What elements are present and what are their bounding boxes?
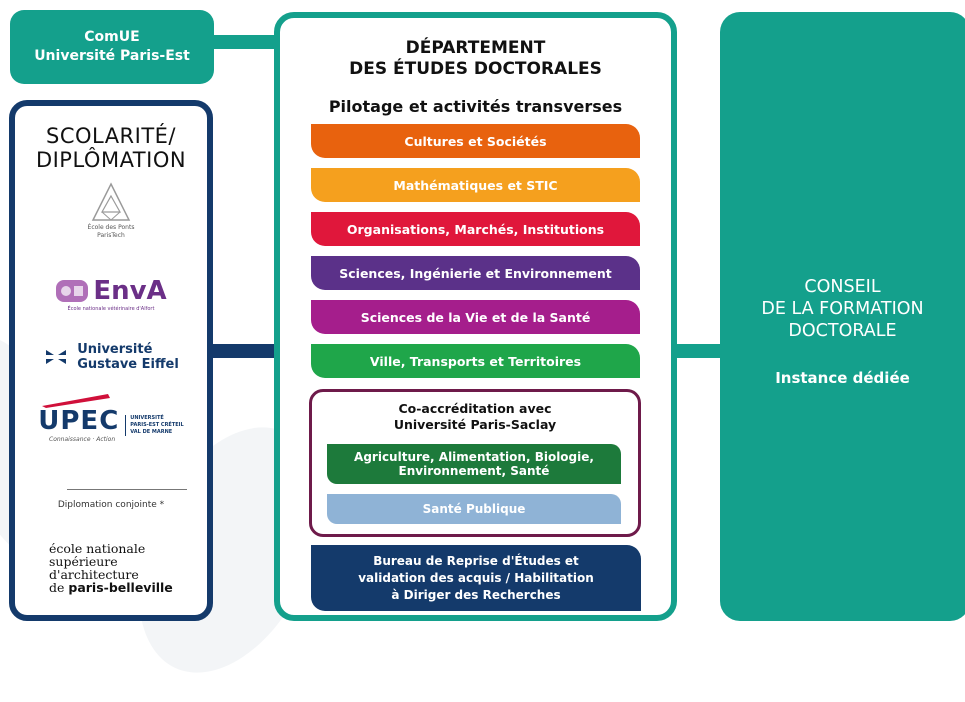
upec-side1: UNIVERSITÉ: [130, 415, 164, 421]
departement-title-line1: DÉPARTEMENT: [405, 38, 546, 58]
scolarite-title-line2: DIPLÔMATION: [35, 148, 187, 172]
diplomation-conjointe: Diplomation conjointe *: [57, 500, 165, 510]
enpc-logo: École des Ponts ParisTech: [15, 182, 207, 240]
ensa-line2: supérieure: [49, 554, 118, 569]
coaccreditation-title-line2: Université Paris-Saclay: [393, 417, 557, 432]
ensa-line4: de paris-belleville: [49, 581, 173, 594]
coaccreditation-item: Santé Publique: [327, 494, 621, 524]
connector-comue-dept: [210, 35, 280, 49]
school-label: Ville, Transports et Territoires: [369, 353, 582, 369]
comue-line1: ComUE: [84, 29, 140, 45]
ensa-logo: école nationale supérieure d'architectur…: [49, 542, 173, 594]
upec-name: UPEC: [38, 406, 120, 436]
departement-panel: DÉPARTEMENT DES ÉTUDES DOCTORALES Pilota…: [274, 12, 677, 621]
enpc-line2: ParisTech: [97, 232, 125, 239]
school-label: Sciences de la Vie et de la Santé: [360, 309, 591, 325]
conseil-title-line1: CONSEIL: [804, 277, 881, 297]
enpc-line1: École des Ponts: [87, 224, 135, 231]
coacc-item-line1: Santé Publique: [422, 502, 526, 516]
school-label: Cultures et Sociétés: [404, 133, 547, 149]
coacc-item-line2: Environnement, Santé: [398, 464, 550, 478]
bureau-line2: validation des acquis / Habilitation: [358, 570, 594, 585]
school-pill: Organisations, Marchés, Institutions: [311, 212, 640, 246]
coaccreditation-box: Co-accréditation avec Université Paris-S…: [309, 389, 641, 537]
bureau-line1: Bureau de Reprise d'Études et: [373, 553, 579, 568]
conseil-title: CONSEIL DE LA FORMATION DOCTORALE: [720, 276, 965, 342]
gustave-eiffel-line2: Gustave Eiffel: [77, 357, 179, 372]
enva-subtitle: École nationale vétérinaire d'Alfort: [67, 306, 155, 312]
upec-tagline: Connaissance · Action: [49, 436, 116, 443]
conseil-title-line2: DE LA FORMATION: [761, 299, 924, 319]
school-label: Organisations, Marchés, Institutions: [346, 221, 605, 237]
upec-side3: VAL DE MARNE: [130, 429, 173, 435]
gustave-eiffel-logo: Université Gustave Eiffel: [15, 342, 207, 372]
coaccreditation-title-line1: Co-accréditation avec: [398, 401, 552, 416]
enva-emblem-icon: [56, 280, 89, 302]
school-pill: Mathématiques et STIC: [311, 168, 640, 202]
coacc-item-line1: Agriculture, Alimentation, Biologie,: [354, 450, 594, 464]
upec-side2: PARIS-EST CRÉTEIL: [130, 422, 184, 428]
departement-title: DÉPARTEMENT DES ÉTUDES DOCTORALES: [280, 38, 671, 80]
bureau-line3: à Diriger des Recherches: [391, 587, 561, 602]
upec-swoosh-icon: [42, 394, 111, 408]
coaccreditation-item: Agriculture, Alimentation, Biologie, Env…: [327, 444, 621, 484]
scolarite-title: SCOLARITÉ/ DIPLÔMATION: [15, 124, 207, 172]
comue-line2: Université Paris-Est: [34, 48, 190, 64]
upec-logo: UPEC UNIVERSITÉ PARIS-EST CRÉTEIL VAL DE…: [15, 394, 207, 444]
conseil-panel: CONSEIL DE LA FORMATION DOCTORALE Instan…: [720, 12, 965, 621]
scolarite-title-line1: SCOLARITÉ/: [45, 124, 177, 148]
coaccreditation-title: Co-accréditation avec Université Paris-S…: [312, 401, 638, 433]
ensa-line4b: paris-belleville: [68, 580, 173, 595]
ensa-line4a: de: [49, 580, 69, 595]
ensa-line3: d'architecture: [49, 567, 139, 582]
ensa-line1: école nationale: [49, 541, 146, 556]
conseil-title-line3: DOCTORALE: [788, 321, 897, 341]
school-label: Sciences, Ingénierie et Environnement: [339, 265, 612, 281]
school-pill: Sciences, Ingénierie et Environnement: [311, 256, 640, 290]
separator-line: [67, 489, 187, 490]
gustave-eiffel-emblem-icon: [46, 350, 67, 364]
departement-title-line2: DES ÉTUDES DOCTORALES: [349, 59, 602, 79]
school-pill: Sciences de la Vie et de la Santé: [311, 300, 640, 334]
connector-scolarite-dept: [208, 344, 278, 358]
school-label: Mathématiques et STIC: [393, 177, 558, 193]
conseil-subtitle: Instance dédiée: [775, 369, 910, 387]
school-pill: Cultures et Sociétés: [311, 124, 640, 158]
enva-name: EnvA: [93, 276, 167, 306]
enva-logo: EnvA École nationale vétérinaire d'Alfor…: [15, 276, 207, 312]
school-pill: Ville, Transports et Territoires: [311, 344, 640, 378]
scolarite-panel: SCOLARITÉ/ DIPLÔMATION École des Ponts P…: [9, 100, 213, 621]
bureau-reprise-box: Bureau de Reprise d'Études et validation…: [311, 545, 641, 611]
comue-box: ComUE Université Paris-Est: [10, 10, 214, 84]
connector-dept-conseil: [672, 344, 724, 358]
gustave-eiffel-line1: Université: [77, 342, 153, 357]
enpc-triangle-icon: [91, 182, 131, 221]
departement-subtitle: Pilotage et activités transverses: [328, 97, 623, 116]
